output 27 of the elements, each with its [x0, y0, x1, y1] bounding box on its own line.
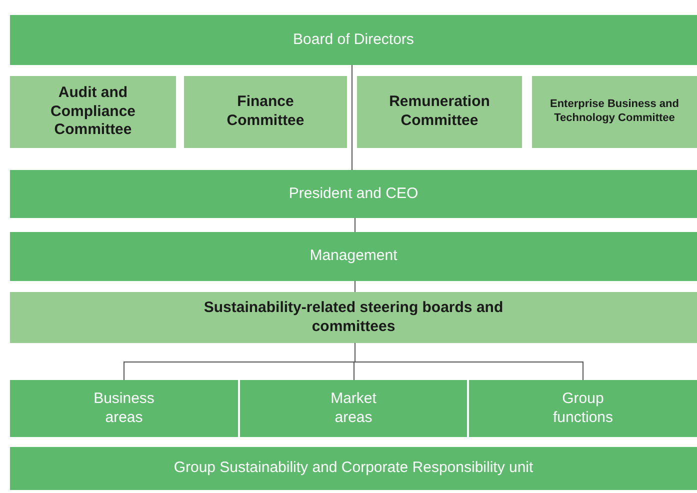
box-label: Finance Committee	[226, 93, 306, 131]
org-unit-box	[10, 15, 697, 65]
committee-box	[532, 76, 697, 148]
box-label: Management	[310, 247, 398, 266]
box-label: Market areas	[330, 390, 378, 428]
box-label: Sustainability-related steering boards and committees	[204, 298, 504, 336]
committee-box	[357, 76, 522, 148]
org-unit-box	[469, 380, 697, 437]
box-label: Business areas	[92, 390, 156, 428]
box-label: President and CEO	[288, 184, 418, 204]
committee-box	[10, 76, 176, 148]
box-label: Enterprise Business and Technology Committee	[549, 98, 680, 126]
box-label: Group Sustainability and Corporate Responsibility unit	[174, 459, 534, 478]
box-label: Remuneration Committee	[388, 93, 491, 131]
org-unit-box	[10, 447, 697, 490]
org-unit-box	[240, 380, 467, 437]
committee-box	[184, 76, 347, 148]
org-unit-box	[10, 232, 697, 281]
box-label: Board of Directors	[293, 30, 414, 50]
org-unit-box	[10, 380, 238, 437]
committee-box	[10, 292, 697, 343]
connector-line	[354, 280, 356, 292]
box-label: Group functions	[552, 390, 614, 428]
connector-line	[354, 342, 584, 380]
box-label: Audit and Compliance Committee	[49, 84, 137, 140]
org-unit-box	[10, 170, 697, 218]
connector-line	[354, 218, 356, 232]
